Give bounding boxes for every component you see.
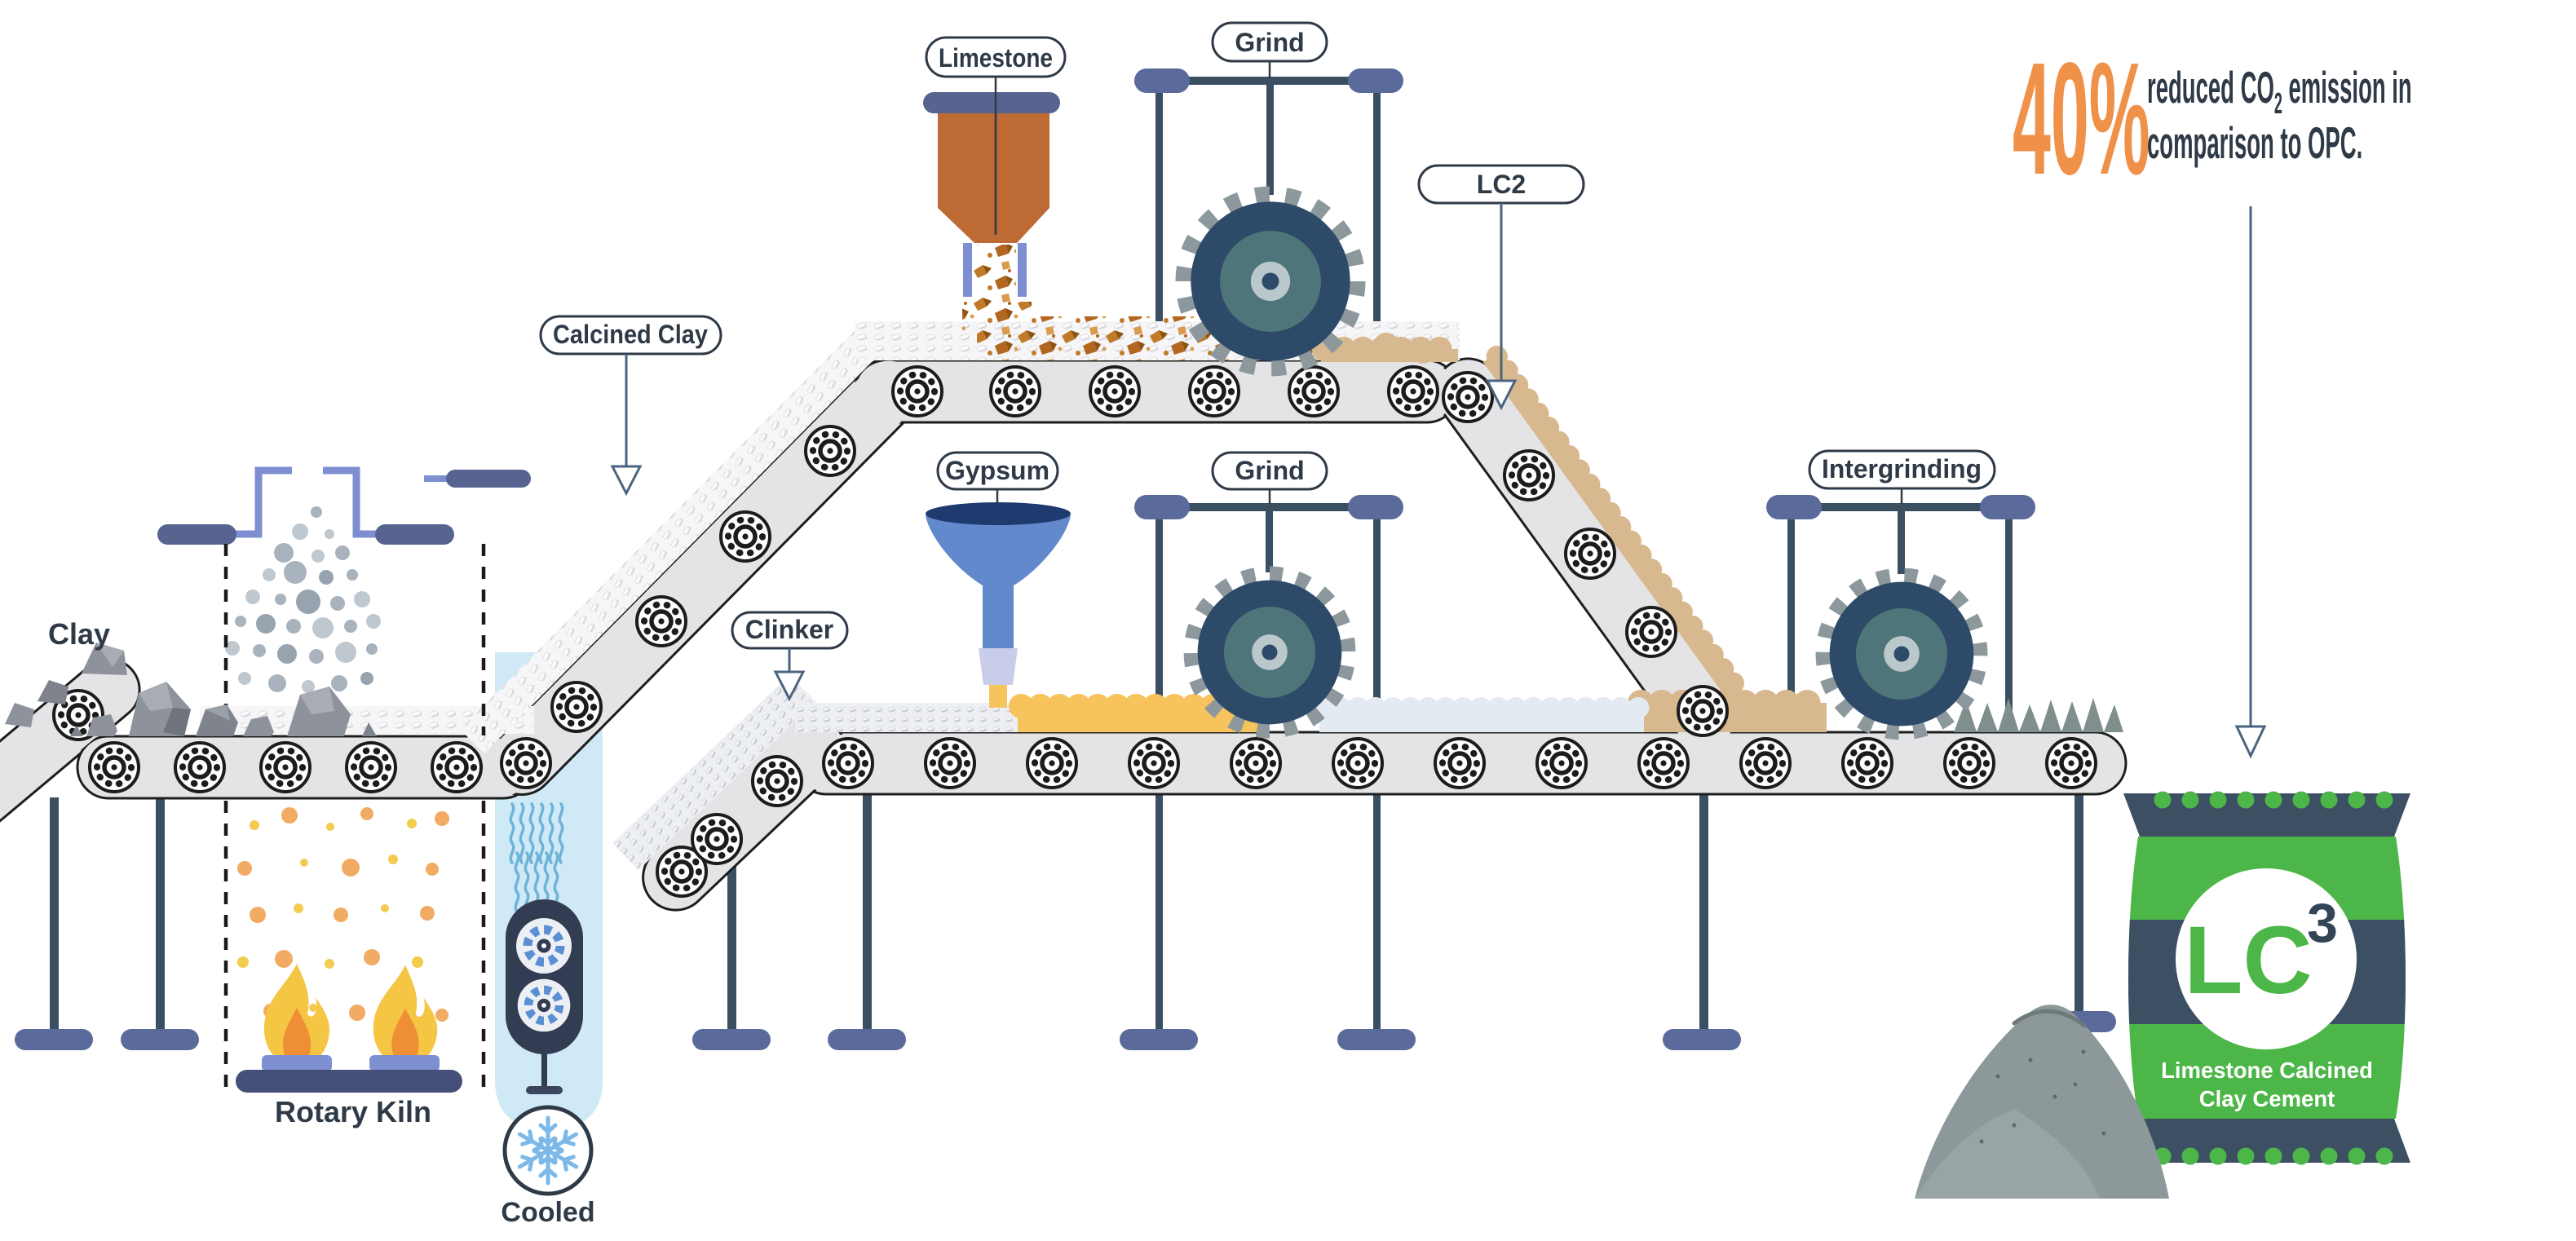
funnel-tip — [979, 648, 1018, 685]
hopper-leg — [963, 243, 972, 297]
clinker-arrow — [773, 648, 806, 702]
grind-lower-label-text: Grind — [1235, 456, 1304, 485]
limestone-label-text: Limestone — [939, 43, 1053, 73]
intergrinding-label-text: Intergrinding — [1822, 454, 1982, 484]
grind-top-label-text: Grind — [1235, 28, 1304, 57]
limestone-hopper-icon — [923, 92, 1060, 330]
flame-icon — [373, 965, 438, 1067]
lc2-arrow — [1485, 203, 1518, 411]
clay-label-text: Clay — [48, 617, 110, 651]
clinker-label-text: Clinker — [745, 615, 833, 644]
clay-spray-particles — [225, 506, 381, 693]
lc2-label-text: LC2 — [1477, 170, 1526, 199]
cooled-label-text: Cooled — [501, 1197, 594, 1228]
rotary-kiln-label-text: Rotary Kiln — [275, 1095, 431, 1128]
spark-particles — [237, 807, 449, 1022]
frame-intergrinding — [1766, 495, 2035, 574]
rotary-kiln — [157, 466, 531, 1093]
bag-crimp-dots — [2154, 1147, 2393, 1165]
bag-logo-sup: 3 — [2307, 892, 2338, 954]
intergrinding-label — [1808, 449, 1996, 490]
burner-right — [369, 1055, 440, 1071]
grinder-frames — [1134, 68, 2035, 574]
burner-left — [262, 1055, 332, 1071]
cement-bag: LC 3 Limestone Calcined Clay Cement — [2123, 791, 2410, 1165]
stat-down-arrow — [2234, 206, 2267, 759]
hopper-body — [938, 112, 1049, 243]
kiln-cap-left — [157, 524, 236, 545]
belt-support-stub — [424, 475, 450, 482]
kiln-base-bar — [236, 1070, 462, 1093]
stat-value: 40% — [2013, 29, 2150, 208]
grind-top-label — [1211, 21, 1328, 63]
cement-pile — [1915, 1005, 2169, 1199]
gypsum-stream — [989, 683, 1007, 708]
falling-limestone — [962, 302, 1032, 330]
bag-logo-disc — [2176, 868, 2357, 1049]
clay-rocks — [5, 643, 377, 736]
frame-grind-top — [1134, 68, 1403, 195]
frame-grind-lower — [1134, 495, 1403, 572]
bag-logo: LC — [2184, 907, 2312, 1014]
stat-line1: reduced CO2 emission in — [2147, 64, 2412, 121]
gypsum-funnel-icon — [926, 502, 1071, 708]
flame-icon — [264, 964, 329, 1067]
kiln-cap-right — [375, 524, 454, 545]
gypsum-label — [936, 451, 1059, 491]
cooling-fan-icon — [516, 918, 572, 974]
bag-crimp-dots — [2154, 791, 2393, 809]
stat-line2: comparison to OPC. — [2147, 119, 2362, 169]
lc3-material — [1954, 698, 2123, 732]
hopper-leg — [1018, 243, 1027, 297]
belt-support-cap — [446, 470, 531, 488]
calcined-clay-arrow — [610, 354, 643, 497]
cooling-fan-icon — [518, 979, 571, 1032]
lc2-material — [1312, 333, 1838, 732]
grind-lower-label — [1211, 451, 1328, 491]
limestone-label — [925, 36, 1067, 78]
bag-caption-line2: Clay Cement — [2199, 1086, 2335, 1111]
kiln-dashed-boundary — [223, 544, 486, 1097]
clinker-material — [612, 674, 1027, 871]
funnel-body — [926, 515, 1071, 648]
fan-stand — [541, 1052, 547, 1089]
calcined-clay-label-text: Calcined Clay — [553, 320, 708, 349]
hopper-cap — [923, 92, 1060, 113]
funnel-mouth — [926, 502, 1071, 525]
bag-caption-line1: Limestone Calcined — [2161, 1058, 2373, 1083]
fan-stand-base — [526, 1086, 563, 1094]
labels: Limestone Grind LC2 Calcined Clay Gypsum… — [48, 21, 1996, 1228]
co2-stat-block: 40% reduced CO2 emission in comparison t… — [2013, 29, 2412, 759]
gypsum-label-text: Gypsum — [945, 456, 1049, 485]
calcined-clay-label — [539, 315, 722, 356]
ground-cement-material — [1312, 697, 1653, 732]
support-posts — [15, 90, 2116, 1050]
